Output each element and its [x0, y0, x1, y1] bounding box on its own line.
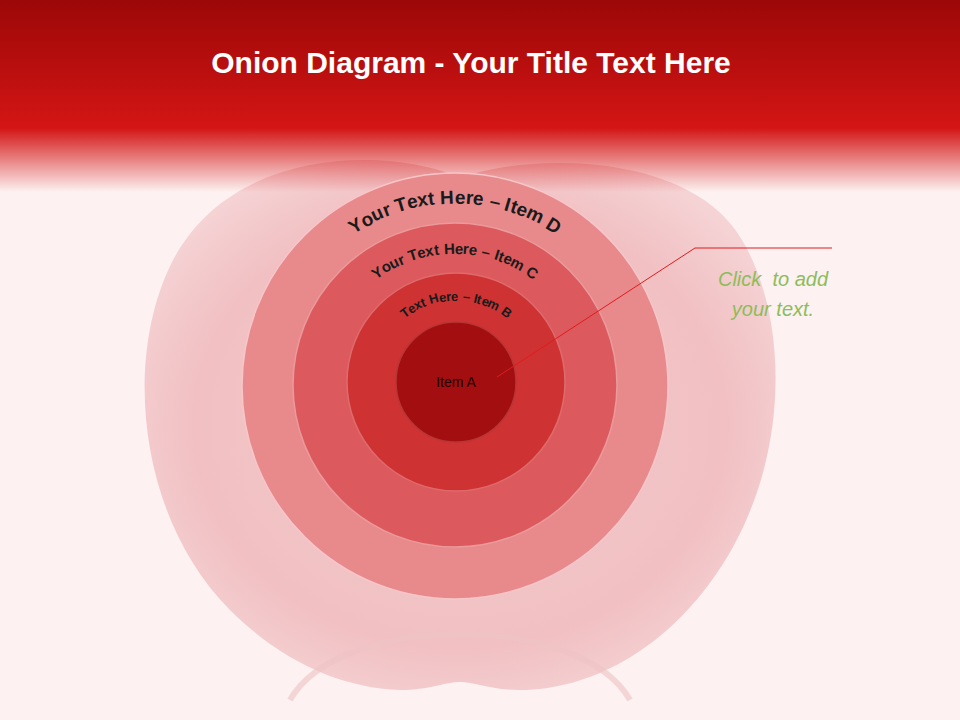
arc-letter: I	[472, 291, 478, 304]
arc-letter: D	[543, 213, 565, 236]
arc-letter: u	[386, 254, 401, 272]
arc-letter: T	[406, 246, 419, 263]
arc-letter	[423, 294, 431, 307]
arc-letter: m	[524, 203, 547, 227]
arc-letter: r	[445, 290, 451, 303]
arc-letter: r	[463, 241, 470, 256]
arc-letter: m	[509, 254, 528, 273]
onion-ring: Text Here – Item BItem A	[346, 272, 566, 492]
callout-text: Click to add your text.	[698, 264, 848, 324]
arc-letter	[483, 190, 491, 210]
arc-letter: Y	[369, 263, 386, 281]
arc-letter	[498, 193, 508, 213]
arc-letter: t	[508, 196, 520, 216]
arc-letter	[387, 198, 398, 218]
arc-letter: B	[499, 304, 514, 320]
core-label: Item A	[436, 374, 476, 390]
arc-letter: u	[368, 203, 386, 225]
leader-path	[497, 248, 832, 377]
arc-letter: x	[416, 190, 430, 211]
ring-circle	[293, 223, 617, 547]
slide-title: Onion Diagram - Your Title Text Here	[0, 46, 942, 80]
arc-letter: e	[405, 301, 418, 316]
arc-letter: o	[357, 208, 376, 230]
apple-reflection	[290, 634, 630, 700]
arc-letter: Y	[345, 214, 366, 237]
arc-letter: e	[514, 199, 531, 221]
arc-letter: e	[454, 187, 465, 206]
arc-letter: e	[501, 250, 514, 267]
arc-letter: I	[493, 247, 502, 263]
arc-letter	[434, 188, 441, 207]
arc-letter: e	[455, 240, 464, 255]
arc-letter: e	[415, 244, 427, 261]
arc-letter: e	[405, 192, 420, 213]
arc-letter: t	[476, 292, 484, 306]
arc-letter: x	[412, 297, 424, 312]
arc-letter: r	[379, 200, 393, 220]
arc-letter: e	[451, 289, 458, 302]
arc-letter	[539, 211, 553, 230]
arc-letter	[401, 249, 410, 264]
arc-letter: e	[480, 294, 491, 309]
arc-letter	[520, 260, 531, 275]
arc-letter	[496, 302, 506, 315]
header-bar	[0, 0, 960, 128]
arc-letter: t	[496, 248, 506, 264]
onion-ring: Your Text Here – Item DYour Text Here – …	[241, 172, 669, 600]
apple-illustration	[145, 160, 776, 690]
arc-letter: I	[503, 195, 513, 215]
arc-letter	[477, 243, 484, 259]
arc-letter: t	[427, 189, 436, 209]
arc-letter: t	[419, 296, 428, 310]
arc-letter	[438, 241, 444, 256]
arc-letter	[458, 290, 462, 303]
ring-circle	[242, 173, 668, 599]
arc-letter: H	[440, 187, 454, 207]
arc-letter: r	[395, 251, 406, 267]
arc-letter: e	[468, 241, 478, 257]
ring-circle	[347, 273, 565, 491]
arc-letter: H	[427, 291, 439, 306]
arc-letter: T	[398, 305, 412, 320]
arc-letter: –	[481, 243, 493, 260]
arc-letter: r	[465, 188, 474, 208]
arc-letter: x	[424, 242, 435, 258]
arc-letter: T	[393, 194, 410, 216]
onion-ring: Your Text Here – Item CText Here – Item …	[292, 222, 618, 548]
arc-letter	[489, 245, 497, 261]
arc-letter: H	[443, 240, 454, 255]
arc-letter	[469, 291, 475, 304]
onion-ring: Item A	[395, 321, 517, 443]
arc-letter: m	[486, 297, 502, 314]
arc-letter: t	[433, 241, 440, 257]
arc-letter: e	[438, 290, 447, 304]
arc-letter: –	[488, 191, 502, 212]
arc-letter: e	[472, 188, 485, 208]
ring-circle	[396, 322, 516, 442]
ring-center: Item A	[395, 321, 517, 443]
arc-letter: o	[378, 258, 394, 276]
arc-letter: C	[524, 263, 541, 282]
arc-letter: –	[462, 290, 471, 304]
